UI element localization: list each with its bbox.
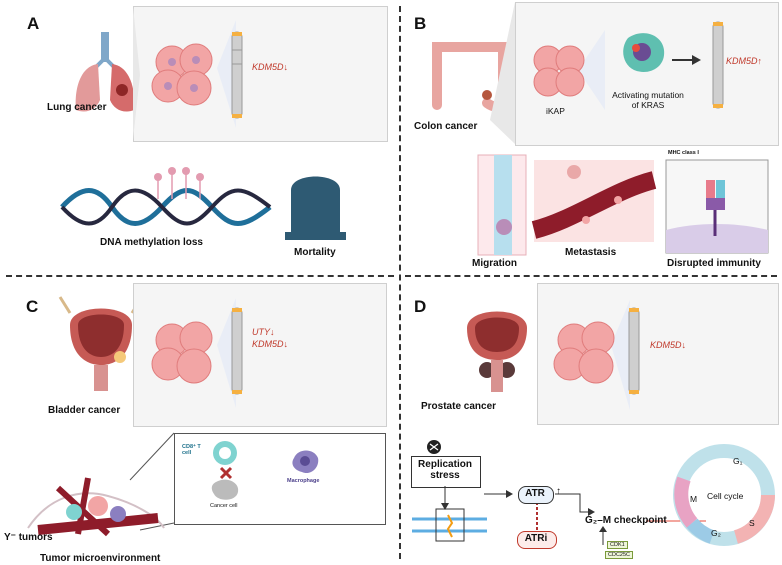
phase-g2: G₂: [711, 528, 721, 538]
panel-c-letter: C: [26, 297, 39, 316]
ikap-label: iKAP: [546, 106, 565, 116]
kdm5d-label-c: KDM5D↓: [252, 339, 289, 349]
tumor-cells-cluster: [151, 43, 213, 106]
macrophage-icon: [292, 450, 319, 474]
y-chromosome-icon-c: [231, 307, 243, 395]
kras-mutation-label: Activating mutation of KRAS: [612, 90, 684, 110]
atr-box: [518, 486, 554, 504]
uty-label: UTY↓: [252, 327, 275, 337]
panel-d-letter: D: [414, 297, 427, 316]
bladder-cancer-label: Bladder cancer: [48, 405, 121, 416]
prostate-icon: [467, 311, 527, 392]
tumor-microenvironment-image: [27, 477, 165, 537]
lung-cancer-label: Lung cancer: [47, 102, 107, 113]
cell-cycle-label: Cell cycle: [707, 491, 744, 501]
prostate-cancer-label: Prostate cancer: [421, 401, 497, 412]
y-chromosome-icon-b: [712, 21, 724, 109]
y-chromosome-icon: [231, 31, 243, 119]
cell-cycle-diagram: [673, 444, 775, 546]
cd8-t-cell-icon: [213, 441, 237, 465]
g2m-checkpoint-label: G₂–M checkpoint: [585, 515, 667, 526]
phase-m: M: [690, 494, 698, 504]
cross-icon: [219, 466, 233, 480]
tombstone-icon: [285, 176, 346, 240]
lungs-icon: [75, 32, 135, 112]
arrow-right-icon: [672, 55, 701, 65]
macrophage-label: Macrophage: [287, 478, 320, 484]
mortality-label: Mortality: [294, 247, 336, 258]
immune-cells-box: [174, 433, 386, 525]
kdm5d-label-d: KDM5D↓: [650, 340, 687, 350]
cancer-cell-label: Cancer cell: [210, 503, 238, 509]
mhc-immunity-image: [665, 159, 769, 254]
atri-box: [517, 531, 557, 549]
kras-cell-icon: [623, 33, 665, 72]
kdm5d-label-a: KDM5D↓: [252, 62, 289, 72]
cdc25c-label: CDC25C: [605, 551, 634, 559]
tumor-cells-cluster-c: [151, 321, 213, 384]
phase-g1: G₁: [733, 456, 743, 466]
tme-label: Tumor microenvironment: [40, 553, 161, 564]
colon-cancer-label: Colon cancer: [414, 121, 478, 132]
metastasis-label: Metastasis: [565, 247, 617, 258]
dna-stress-icon: [427, 440, 441, 454]
disrupted-immunity-label: Disrupted immunity: [667, 258, 761, 269]
dna-helix-icon: [60, 167, 272, 226]
atr-up-arrow: ↑: [556, 486, 561, 497]
dna-methylation-label: DNA methylation loss: [100, 237, 203, 248]
phase-s: S: [749, 518, 755, 528]
horizontal-divider-left: [6, 275, 394, 277]
lung-zoom-box: [133, 6, 388, 142]
y-tumors-label: Y⁻ tumors: [4, 532, 53, 543]
tumor-cells-cluster-b: [533, 45, 585, 97]
panel-b-letter: B: [414, 14, 427, 33]
vertical-divider: [399, 6, 401, 559]
horizontal-divider-right: [405, 275, 777, 277]
cd8-label: CD8⁺ T cell: [182, 444, 201, 456]
replication-stress-box: [411, 456, 481, 488]
atri-label: ATRi: [524, 533, 548, 544]
migration-label: Migration: [472, 258, 517, 269]
kdm5d-label-b: KDM5D↑: [726, 56, 763, 66]
atr-label: ATR: [525, 488, 545, 499]
migration-image: [477, 154, 527, 256]
mhc-class-label: MHC class I: [668, 150, 699, 156]
tumor-cells-cluster-d: [553, 321, 615, 384]
cdk1-label: CDK1: [607, 541, 628, 549]
replication-stress-label: Replication stress: [418, 459, 472, 481]
replication-fork-image: [412, 508, 487, 542]
panel-a-letter: A: [27, 14, 40, 33]
cancer-cell-icon: [211, 479, 239, 500]
metastasis-image: [531, 160, 657, 242]
y-chromosome-icon-d: [628, 307, 640, 395]
